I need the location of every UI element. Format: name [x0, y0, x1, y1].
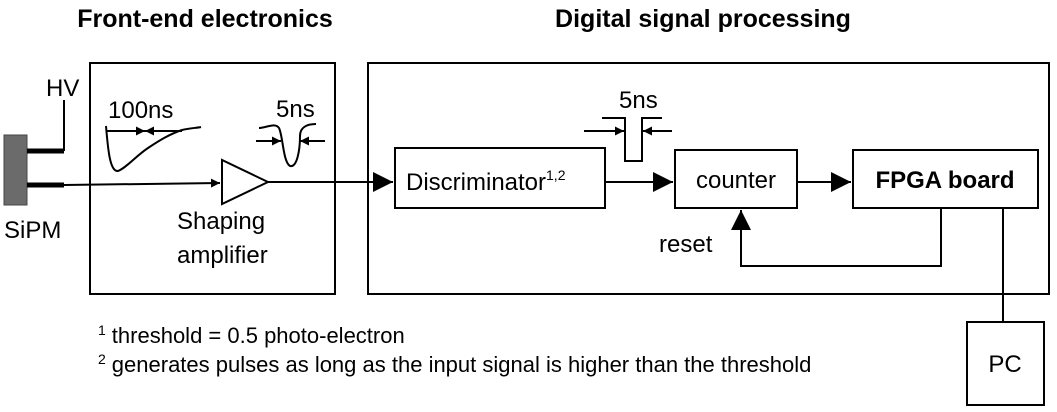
discriminator-label: Discriminator1,2	[406, 167, 566, 196]
sipm-element	[3, 134, 28, 206]
hv-label: HV	[46, 75, 79, 102]
front-end-title: Front-end electronics	[77, 5, 333, 33]
discriminator-box	[394, 147, 606, 209]
pulse-5ns-front-label: 5ns	[276, 96, 315, 123]
front-end-box	[89, 62, 336, 295]
pulse-100ns-label: 100ns	[108, 97, 173, 124]
reset-label: reset	[659, 231, 713, 258]
counter-box	[674, 149, 798, 209]
fast-pulse-waveform	[258, 123, 317, 168]
counter-label: counter	[696, 167, 776, 194]
reset-feedback-arrow	[731, 208, 942, 267]
digital-processing-title: Digital signal processing	[555, 5, 851, 33]
sipm-to-amplifier-arrow	[63, 178, 221, 188]
shaping-label: Shaping	[177, 208, 265, 235]
shaped-pulse-waveform	[105, 125, 202, 172]
amplifier-triangle	[221, 158, 271, 206]
sipm-label: SiPM	[4, 217, 61, 244]
pulse-5ns-digital-label: 5ns	[619, 87, 658, 114]
amplifier-label: amplifier	[177, 242, 268, 269]
pc-label: PC	[988, 351, 1021, 378]
fpga-board-box	[852, 149, 1039, 209]
pc-box	[966, 321, 1045, 406]
digital-pulse-waveform	[602, 117, 662, 162]
fpga-board-label: FPGA board	[875, 167, 1014, 194]
